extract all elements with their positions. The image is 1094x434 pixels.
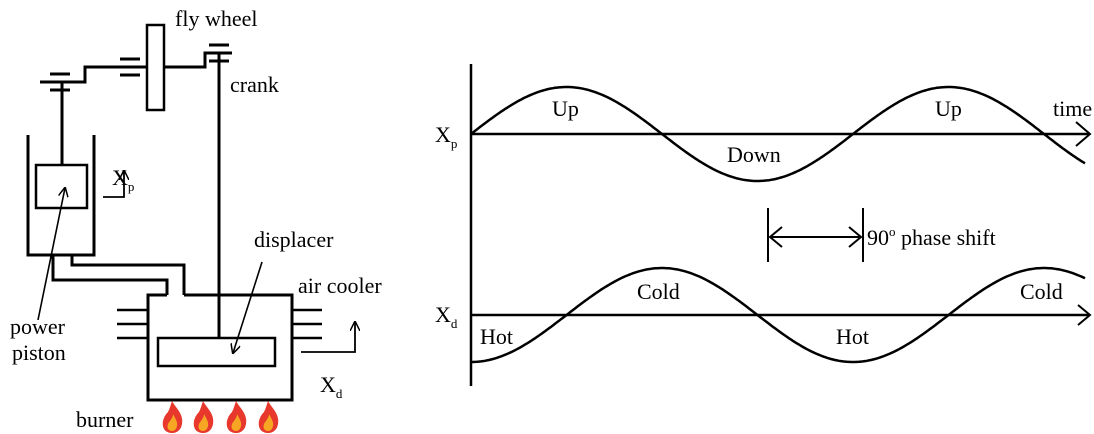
wave-xd-label: Xd: [435, 302, 458, 331]
crankshaft: [40, 51, 232, 84]
flame-core-icon: [167, 414, 178, 431]
wave-xd-sub: d: [451, 316, 458, 331]
power-piston-label-line1: power: [10, 314, 66, 339]
engine-xd-sub: d: [336, 386, 343, 401]
connecting-duct: [51, 255, 169, 295]
cold-label-1: Cold: [637, 279, 680, 304]
phase-arrowhead-left: [768, 226, 783, 248]
phase-value: 90: [867, 225, 889, 250]
engine-xp-main: X: [112, 165, 128, 190]
xp-wave: [470, 85, 1086, 183]
burner-flames: [162, 401, 279, 433]
hot-label-1: Hot: [480, 324, 513, 349]
waveform-diagram: Xp Xd time Up Up Down 90o phase shift Co…: [435, 64, 1092, 386]
power-piston-leader: [37, 188, 65, 321]
flame-core-icon: [198, 414, 209, 431]
engine-schematic: fly wheel crank Xp displacer air cooler …: [10, 6, 382, 433]
xp-direction-arrow: [103, 171, 124, 198]
time-label: time: [1053, 96, 1092, 121]
wave-xd-main: X: [435, 302, 451, 327]
fly-wheel: [145, 23, 166, 112]
phase-degree-sup: o: [889, 224, 896, 239]
displacer-leader: [233, 261, 263, 353]
displacer-label: displacer: [254, 227, 334, 252]
displacer: [156, 336, 277, 368]
flame-core-icon: [231, 414, 242, 431]
power-piston-label-line2: piston: [12, 340, 66, 365]
fly-wheel-label: fly wheel: [175, 6, 257, 31]
power-piston: [34, 163, 89, 210]
phase-text: phase shift: [896, 225, 996, 250]
flame-core-icon: [263, 414, 274, 431]
hot-label-2: Hot: [836, 324, 869, 349]
wave-xp-sub: p: [451, 136, 458, 151]
engine-xd-label: Xd: [320, 372, 343, 401]
engine-xd-main: X: [320, 372, 336, 397]
cold-label-2: Cold: [1020, 279, 1063, 304]
wave-xp-label: Xp: [435, 122, 457, 151]
connecting-duct-inner: [70, 255, 186, 295]
phase-arrowhead-right: [848, 226, 863, 248]
engine-xp-sub: p: [128, 179, 135, 194]
displacer-cylinder: [146, 293, 294, 402]
xd-wave: [471, 266, 1086, 364]
phase-shift-label: 90o phase shift: [867, 224, 996, 250]
xd-direction-arrow: [301, 322, 355, 353]
up-label-2: Up: [935, 96, 962, 121]
down-label: Down: [727, 142, 781, 167]
air-cooler-label: air cooler: [298, 273, 382, 298]
crank-label: crank: [230, 72, 279, 97]
wave-xp-main: X: [435, 122, 451, 147]
cooling-fins: [117, 308, 322, 340]
power-cylinder: [26, 135, 96, 257]
up-label-1: Up: [552, 96, 579, 121]
xp-axis-arrowhead: [1075, 121, 1092, 147]
burner-label: burner: [76, 407, 134, 432]
engine-xp-label: Xp: [112, 165, 134, 194]
xd-axis-arrowhead: [1077, 304, 1092, 326]
